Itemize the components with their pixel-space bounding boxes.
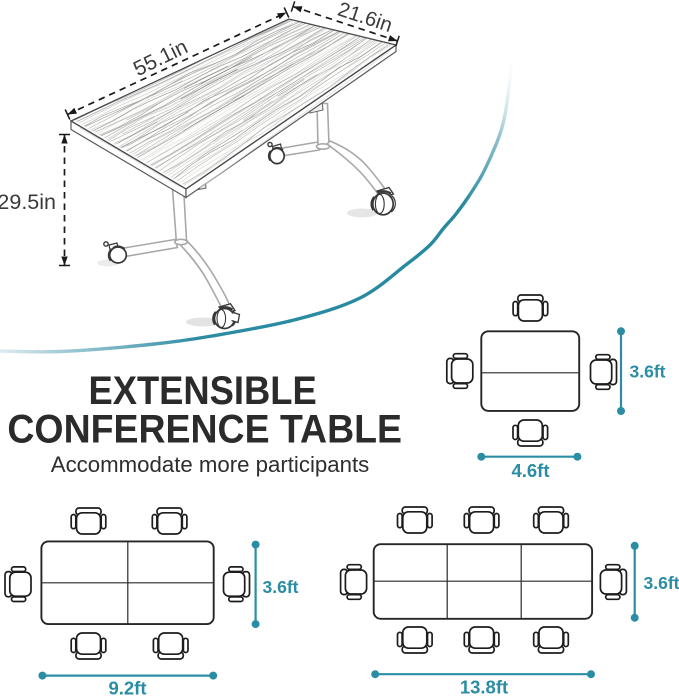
svg-text:Accommodate more participants: Accommodate more participants [51, 452, 370, 477]
svg-text:CONFERENCE TABLE: CONFERENCE TABLE [7, 408, 402, 452]
svg-text:9.2ft: 9.2ft [108, 678, 146, 697]
svg-text:EXTENSIBLE: EXTENSIBLE [89, 369, 317, 413]
svg-text:3.6ft: 3.6ft [630, 362, 666, 382]
svg-text:3.6ft: 3.6ft [644, 573, 679, 593]
svg-text:13.8ft: 13.8ft [460, 677, 508, 697]
svg-text:3.6ft: 3.6ft [263, 577, 299, 597]
svg-text:29.5in: 29.5in [0, 190, 56, 214]
svg-text:4.6ft: 4.6ft [511, 460, 549, 481]
